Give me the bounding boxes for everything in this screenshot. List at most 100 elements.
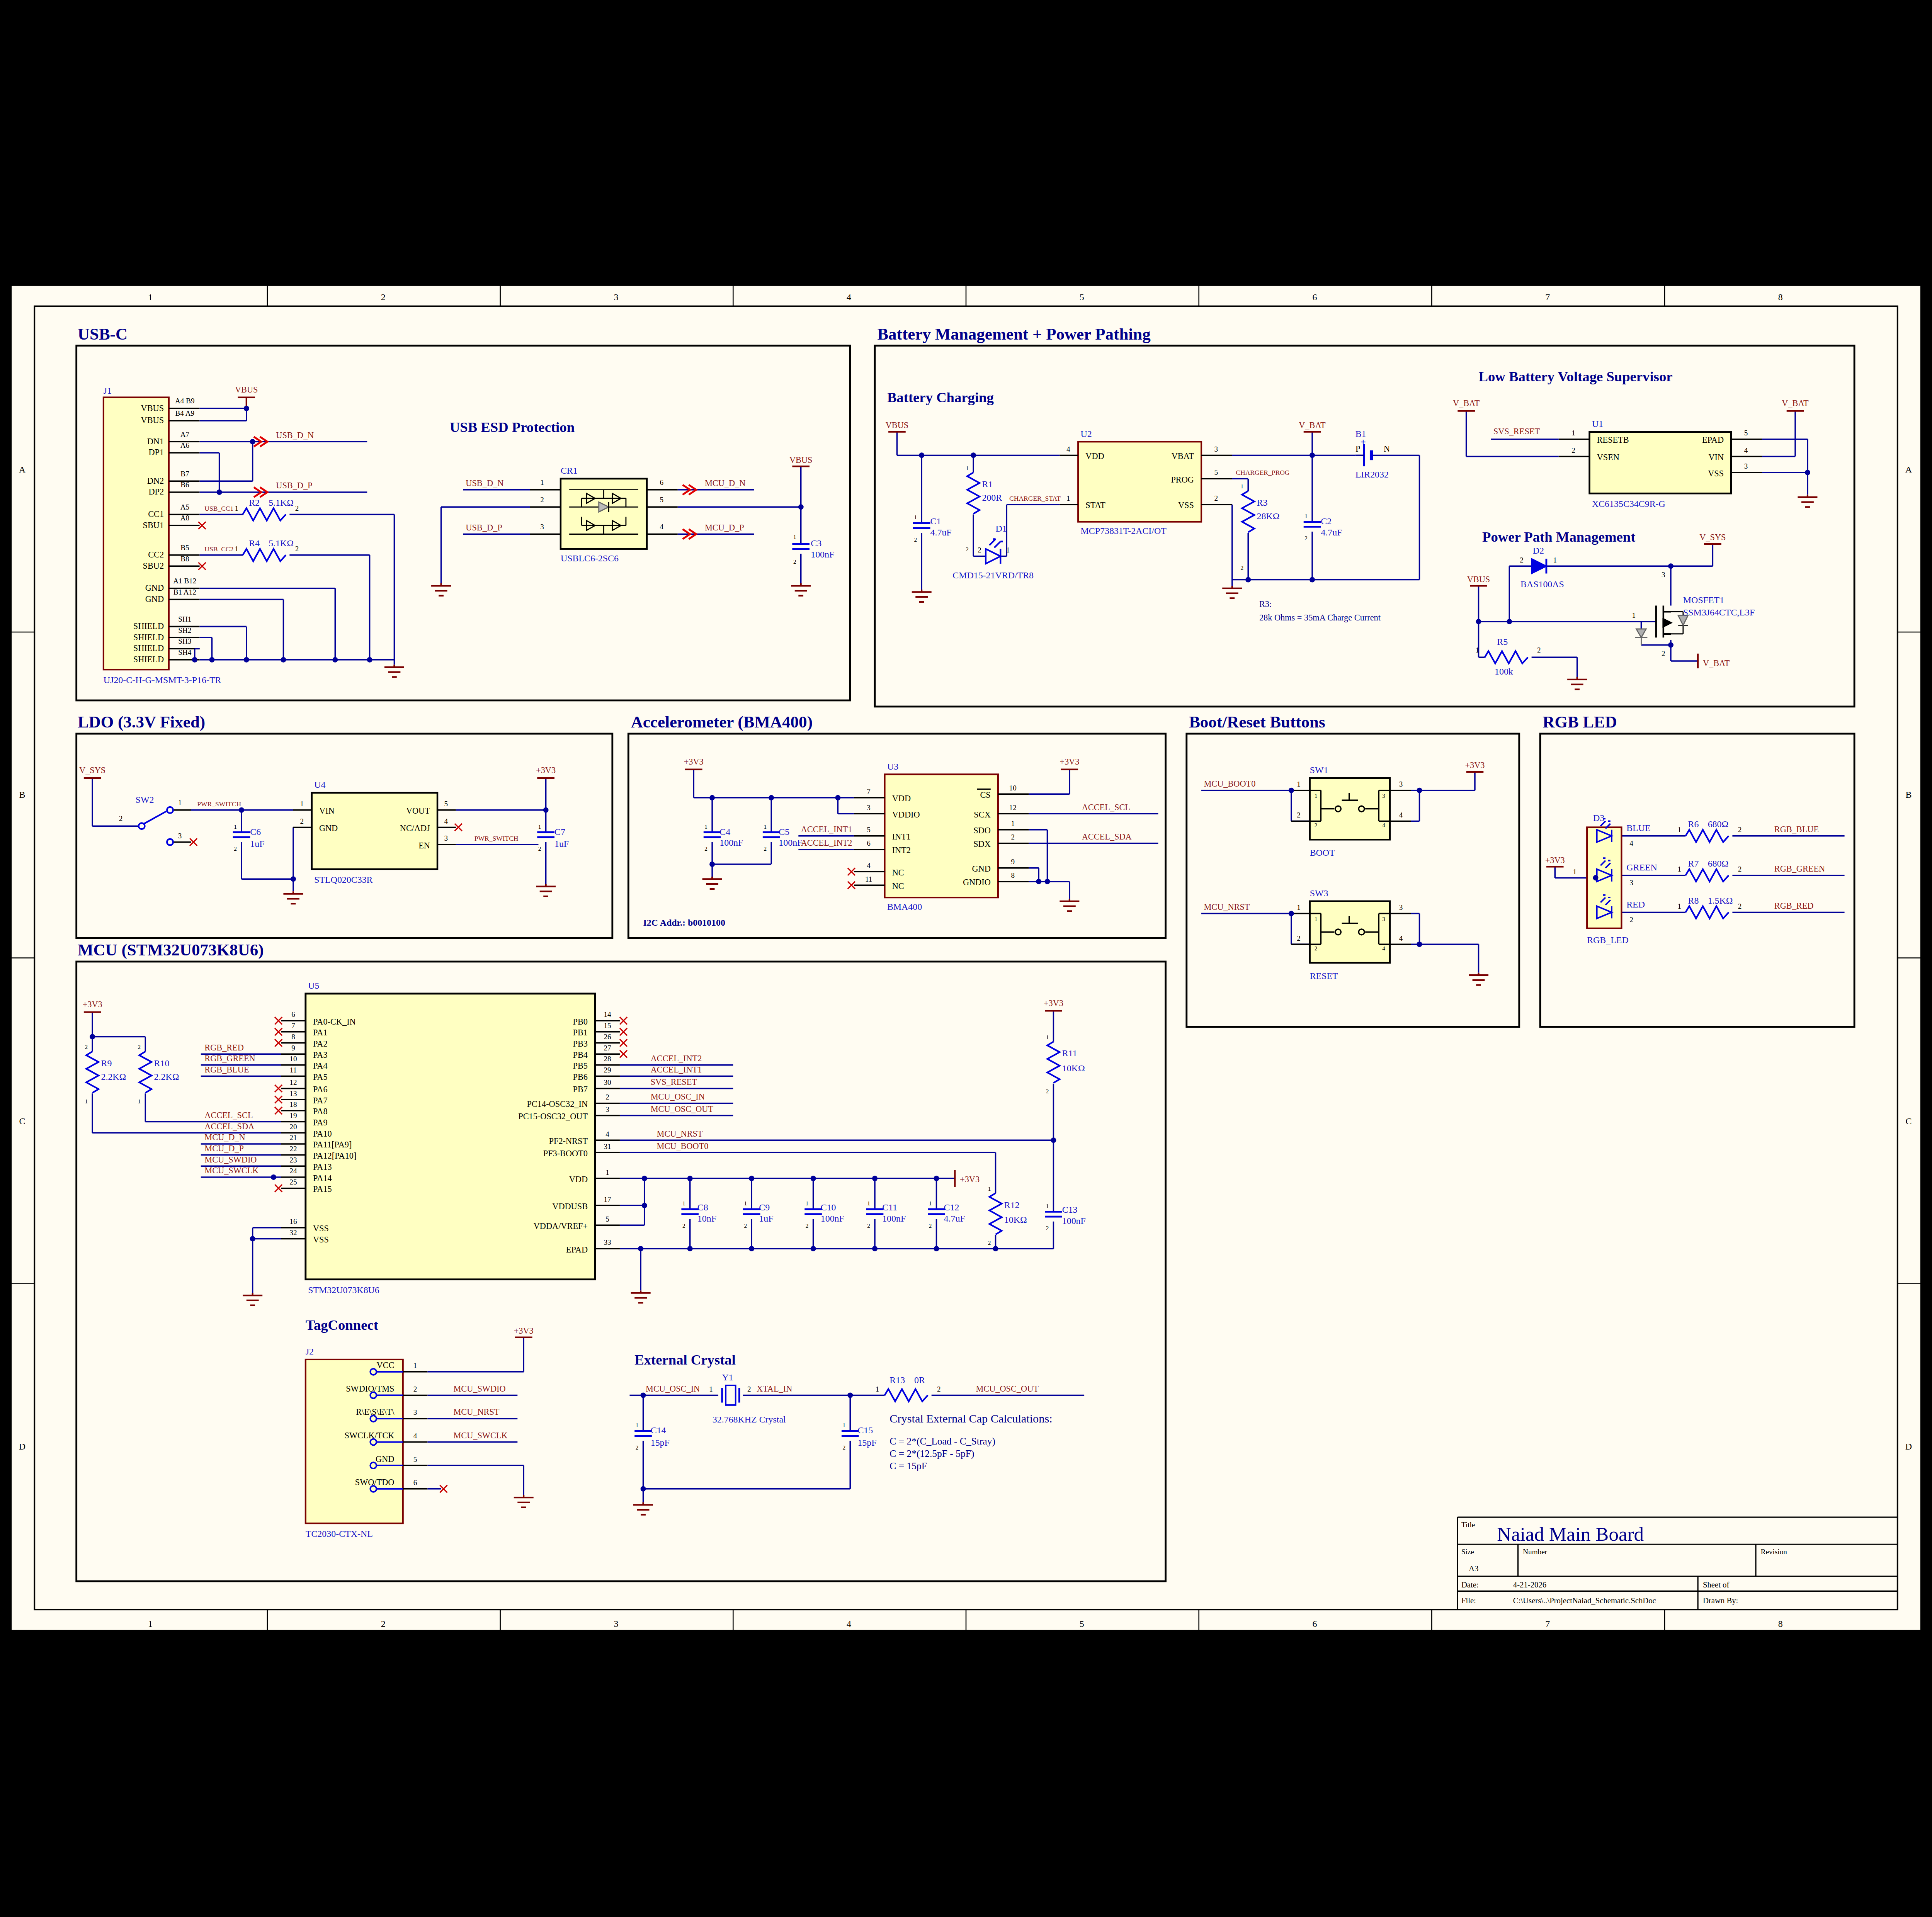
j2-pin: SWCLK/TCK [344, 1431, 394, 1440]
j1-pin-name: VBUS [141, 403, 164, 413]
u1-pin-vss: VSS [1708, 469, 1724, 478]
r1-value: 200R [982, 493, 1002, 503]
r12-pin1: 1 [988, 1185, 991, 1192]
c10-value: 100nF [821, 1213, 844, 1224]
c13-designator: C13 [1062, 1205, 1078, 1215]
d3-blue-label: BLUE [1626, 823, 1650, 833]
net-accel-int2: ACCEL_INT2 [801, 838, 852, 848]
c5-value: 100nF [779, 838, 802, 848]
u2-pin-vbat: VBAT [1172, 451, 1194, 461]
titleblock-title-label: Title [1461, 1521, 1475, 1529]
net-mcu-nrst-mcu: MCU_NRST [657, 1129, 703, 1139]
net-usb-d-p: USB_D_P [276, 481, 312, 490]
cr1-part: USBLC6-2SC6 [561, 553, 619, 563]
charging-note2: 28k Ohms = 35mA Charge Current [1259, 613, 1381, 622]
c14-value: 15pF [651, 1438, 670, 1448]
net-v33-ldo: +3V3 [536, 765, 556, 775]
u5-num: 10 [289, 1055, 297, 1063]
grid-row: A [1905, 464, 1912, 474]
c15-pin1: 1 [842, 1422, 845, 1428]
j1-pin-num: B8 [180, 555, 189, 563]
sw3-inner3: 3 [1382, 916, 1385, 922]
d2-designator: D2 [1533, 546, 1544, 556]
u5-num: 29 [604, 1066, 611, 1074]
u5-pin: PB6 [573, 1072, 588, 1082]
j1-pin-num: SH2 [178, 626, 191, 634]
sw2-pin3: 3 [178, 832, 182, 840]
net-vbus-chg: VBUS [886, 420, 909, 430]
u4-num: 1 [300, 800, 304, 808]
section-title-accel: Accelerometer (BMA400) [631, 713, 813, 731]
c2-designator: C2 [1321, 516, 1332, 526]
grid-row: A [19, 464, 26, 474]
mcu-u5[interactable]: U5 STM32U073K8U6 PA0-CK_IN PA1 PA2 PA3 P… [281, 981, 620, 1295]
net-vbus-esd: VBUS [789, 455, 813, 465]
net-accel-sda-mcu: ACCEL_SDA [204, 1122, 254, 1131]
u5-num: 2 [605, 1093, 609, 1101]
grid-col: 2 [381, 292, 386, 302]
net-mcu-osc-out: MCU_OSC_OUT [651, 1104, 714, 1114]
r9-value: 2.2KΩ [101, 1072, 126, 1082]
u5-pin: PC15-OSC32_OUT [518, 1111, 588, 1121]
y1-pin2: 2 [747, 1385, 751, 1393]
u5-pin: PA6 [313, 1084, 328, 1094]
net-v33-tag: +3V3 [514, 1326, 534, 1336]
d2-pin2: 2 [1520, 556, 1524, 564]
net-vsys-pp: V_SYS [1699, 532, 1726, 542]
d3-green-label: GREEN [1626, 862, 1657, 872]
net-mcu-swdio-mcu: MCU_SWDIO [204, 1155, 257, 1164]
section-title-buttons: Boot/Reset Buttons [1189, 713, 1325, 731]
j1-pin-num: A8 [180, 514, 189, 522]
u5-pin: PA10 [313, 1129, 332, 1139]
j2-pin: SWDIO/TMS [346, 1384, 394, 1394]
d3-part: RGB_LED [1587, 935, 1629, 945]
c12-pin2: 2 [929, 1222, 932, 1229]
u5-pin: PA12[PA10] [313, 1151, 356, 1161]
sw3-pin4: 4 [1399, 934, 1403, 942]
net-mcu-osc-in-x: MCU_OSC_IN [646, 1384, 700, 1394]
c5-pin1: 1 [764, 823, 767, 830]
r2-value: 5.1KΩ [269, 498, 294, 508]
cr1-pin-num: 5 [660, 496, 664, 504]
j1-pin-name: DP2 [148, 487, 164, 496]
cr1-pin-num: 3 [540, 523, 544, 531]
c1-pin1: 1 [914, 514, 917, 520]
net-svs-reset: SVS_RESET [1493, 427, 1540, 436]
j1-pin-name: SHIELD [133, 632, 164, 642]
net-v33-mcu-b: +3V3 [960, 1174, 980, 1184]
u3-num: 12 [1009, 804, 1017, 812]
c1-pin2: 2 [914, 536, 917, 543]
c4-pin1: 1 [704, 823, 707, 830]
j1-pin-num: A6 [180, 441, 189, 449]
c14-pin2: 2 [636, 1444, 639, 1451]
u1-designator: U1 [1592, 419, 1603, 429]
u5-pin: PA13 [313, 1162, 332, 1172]
u5-num: 18 [289, 1100, 297, 1108]
sw1-pin1: 1 [1297, 780, 1301, 788]
c8-value: 10nF [697, 1213, 716, 1224]
d1-pin2: 2 [978, 546, 981, 554]
u5-num: 15 [604, 1021, 611, 1030]
net-mcu-d-p: MCU_D_P [705, 523, 744, 532]
u3-num: 6 [867, 839, 871, 847]
u5-pin: PA3 [313, 1050, 328, 1060]
ldo-u4[interactable]: U4 STLQ020C33R VIN GND VOUT NC/ADJ EN 1 … [293, 780, 456, 885]
r7-value: 680Ω [1708, 858, 1729, 868]
net-vbus-pp: VBUS [1467, 574, 1490, 584]
j2-num: 5 [413, 1455, 417, 1463]
cr1-pin-num: 6 [660, 478, 664, 486]
c14-designator: C14 [651, 1425, 666, 1435]
net-pwr-switch1: PWR_SWITCH [197, 800, 241, 808]
j1-pin-name: SBU1 [143, 520, 164, 530]
r7-pin2: 2 [1738, 865, 1742, 873]
grid-row: B [1905, 790, 1912, 800]
r3-designator: R3 [1257, 498, 1268, 508]
c4-value: 100nF [719, 838, 743, 848]
u2-pin-vdd: VDD [1085, 451, 1104, 461]
r7-pin1: 1 [1678, 865, 1682, 873]
u5-pin: PA0-CK_IN [313, 1017, 356, 1026]
b1-p-label: P [1355, 444, 1360, 454]
net-usb-cc1: USB_CC1 [204, 505, 233, 512]
u1-num: 1 [1571, 429, 1575, 437]
d3-designator: D3 [1593, 813, 1604, 823]
